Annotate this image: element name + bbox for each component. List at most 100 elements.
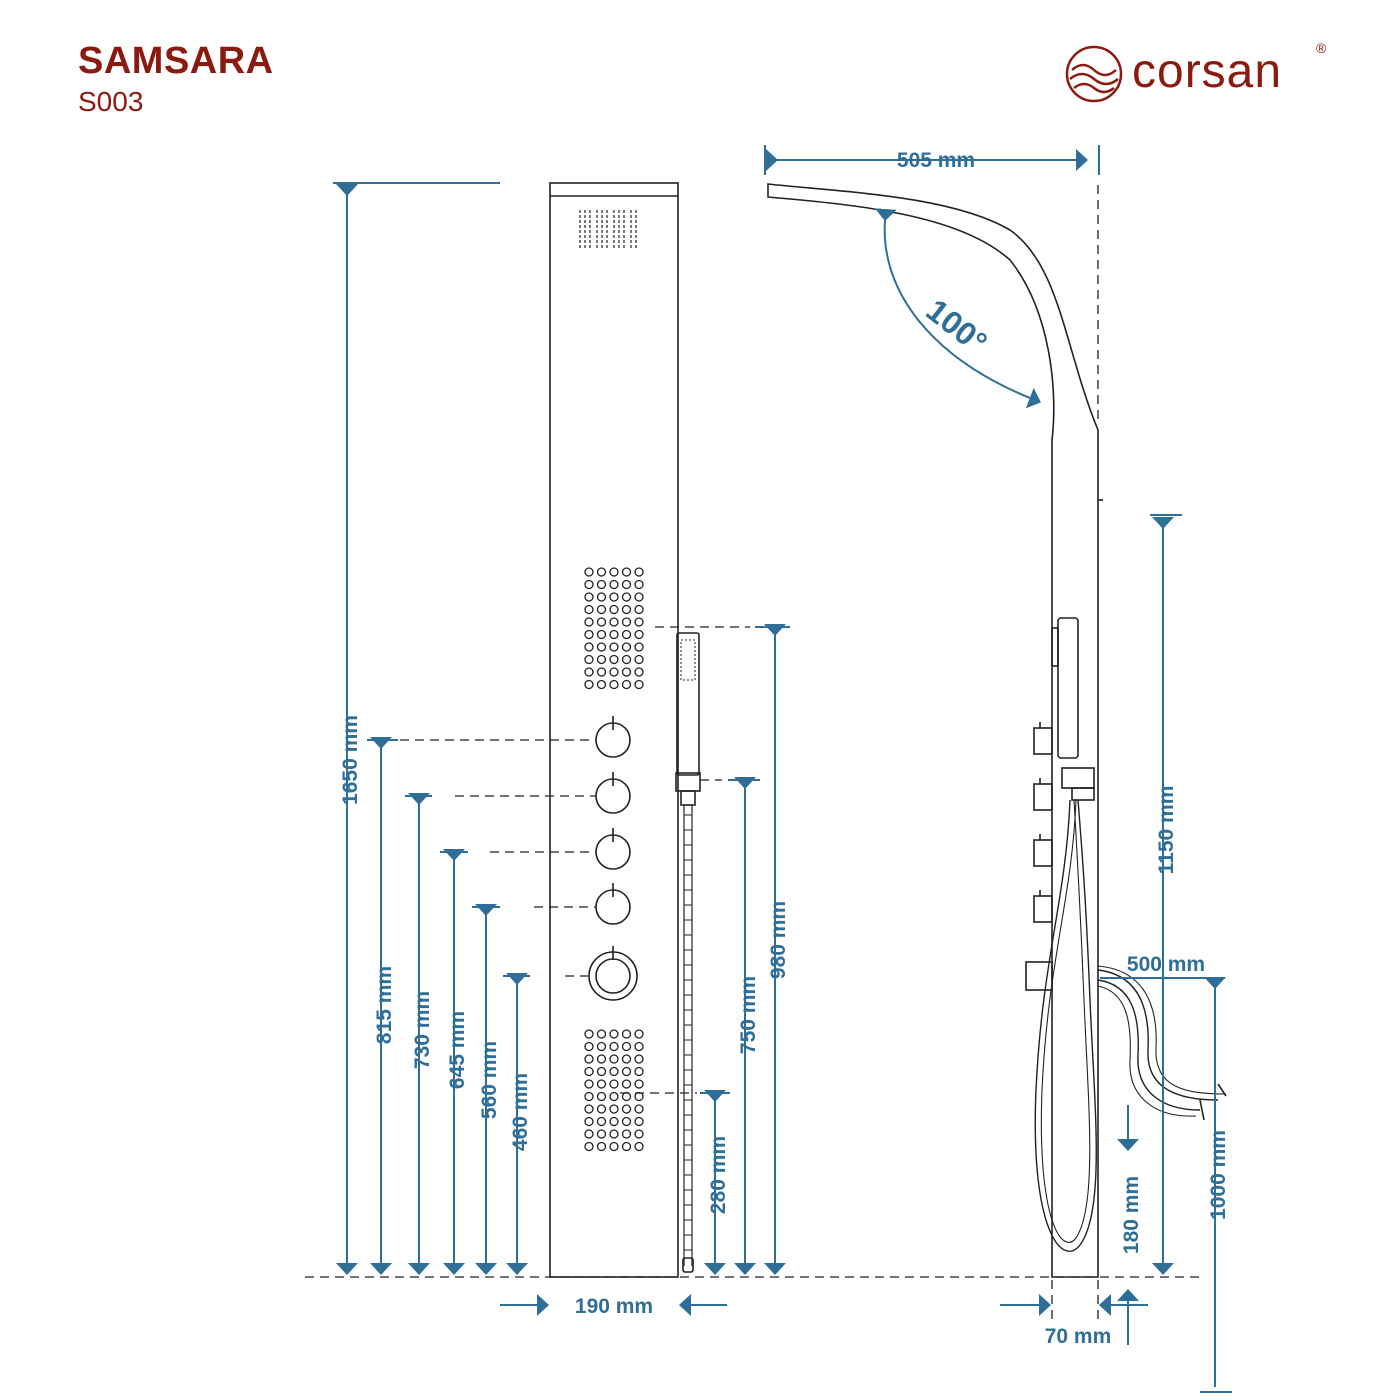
- front-extension-lines: [305, 626, 1200, 1278]
- jet-nozzle: [634, 1129, 644, 1139]
- dim-190: 190 mm: [575, 1295, 653, 1318]
- jet-nozzle: [634, 1041, 644, 1052]
- side-extension-lines: [1051, 185, 1099, 1320]
- jet-nozzle: [609, 1091, 619, 1102]
- jet-nozzle: [596, 1066, 607, 1077]
- side-knob-2: [1033, 783, 1053, 811]
- jet-nozzle: [596, 679, 607, 690]
- jet-nozzle: [634, 642, 644, 652]
- jet-nozzle: [634, 667, 644, 677]
- jet-nozzle: [634, 679, 644, 690]
- side-knob-1: [1033, 727, 1053, 755]
- jet-nozzle: [609, 654, 619, 665]
- jet-nozzle: [634, 617, 644, 627]
- jet-nozzle: [596, 1054, 607, 1064]
- upper-jet-grid: [584, 567, 644, 690]
- jet-nozzle: [584, 654, 594, 665]
- jet-nozzle: [584, 1079, 594, 1089]
- jet-nozzle: [609, 1079, 619, 1089]
- jet-nozzle: [596, 1141, 607, 1152]
- jet-nozzle: [609, 1129, 619, 1139]
- jet-nozzle: [634, 579, 644, 590]
- dim-645: 645 mm: [446, 1011, 469, 1089]
- jet-nozzle: [596, 642, 607, 652]
- registered-mark: ®: [1316, 40, 1327, 56]
- jet-nozzle: [621, 1104, 632, 1114]
- jet-nozzle: [596, 1116, 607, 1127]
- jet-nozzle: [621, 1029, 632, 1039]
- jet-nozzle: [634, 1091, 644, 1102]
- jet-nozzle: [596, 1041, 607, 1052]
- jet-nozzle: [634, 604, 644, 615]
- jet-nozzle: [596, 592, 607, 602]
- jet-nozzle: [621, 1091, 632, 1102]
- jet-nozzle: [596, 667, 607, 677]
- jet-nozzle: [584, 604, 594, 615]
- jet-nozzle: [609, 642, 619, 652]
- rain-grille: [579, 210, 637, 250]
- jet-nozzle: [621, 1041, 632, 1052]
- jet-nozzle: [596, 579, 607, 590]
- jet-nozzle: [596, 1079, 607, 1089]
- jet-nozzle: [609, 1116, 619, 1127]
- dim-1150: 1150 mm: [1155, 786, 1178, 875]
- dim-angle: 100°: [920, 292, 994, 361]
- jet-nozzle: [584, 579, 594, 590]
- jet-nozzle: [584, 617, 594, 627]
- jet-nozzle: [609, 1029, 619, 1039]
- side-hand-shower: [1057, 617, 1079, 759]
- jet-nozzle: [621, 1079, 632, 1089]
- jet-nozzle: [609, 567, 619, 577]
- jet-nozzle: [621, 617, 632, 627]
- jet-nozzle: [621, 667, 632, 677]
- side-thermostat: [1025, 961, 1053, 991]
- jet-nozzle: [634, 1116, 644, 1127]
- jet-nozzle: [634, 567, 644, 577]
- jet-nozzle: [634, 1066, 644, 1077]
- dim-560: 560 mm: [478, 1041, 501, 1119]
- jet-nozzle: [634, 1104, 644, 1114]
- jet-nozzle: [621, 679, 632, 690]
- jet-nozzle: [584, 1116, 594, 1127]
- supply-hose: [1097, 969, 1219, 1101]
- jet-nozzle: [621, 629, 632, 640]
- jet-nozzle: [596, 1029, 607, 1039]
- jet-nozzle: [634, 1054, 644, 1064]
- side-dimensions: [764, 145, 1232, 1393]
- wave-logo-icon: [1065, 45, 1123, 103]
- lower-jet-grid: [584, 1029, 644, 1152]
- front-dimensions: [333, 182, 790, 1316]
- jet-nozzle: [584, 629, 594, 640]
- shower-hose: [683, 805, 693, 1266]
- jet-nozzle: [621, 604, 632, 615]
- jet-nozzle: [609, 679, 619, 690]
- jet-nozzle: [634, 1079, 644, 1089]
- jet-nozzle: [609, 617, 619, 627]
- jet-nozzle: [596, 1129, 607, 1139]
- jet-nozzle: [621, 1066, 632, 1077]
- side-hose: [1034, 799, 1097, 1252]
- jet-nozzle: [609, 1054, 619, 1064]
- jet-nozzle: [621, 654, 632, 665]
- jet-nozzle: [596, 617, 607, 627]
- jet-nozzle: [584, 667, 594, 677]
- side-profile: [767, 183, 1099, 1278]
- jet-nozzle: [584, 642, 594, 652]
- jet-nozzle: [621, 567, 632, 577]
- jet-nozzle: [596, 1091, 607, 1102]
- brand-name: corsan: [1132, 45, 1283, 98]
- brand-logo: corsan ®: [1062, 38, 1362, 108]
- jet-nozzle: [584, 592, 594, 602]
- jet-nozzle: [609, 1104, 619, 1114]
- dim-1000: 1000 mm: [1207, 1130, 1230, 1220]
- dim-180: 180 mm: [1120, 1176, 1143, 1254]
- side-knob-3: [1033, 839, 1053, 867]
- jet-nozzle: [609, 592, 619, 602]
- dim-730: 730 mm: [411, 991, 434, 1069]
- dim-750: 750 mm: [737, 976, 760, 1054]
- dim-500: 500 mm: [1127, 953, 1205, 976]
- jet-nozzle: [584, 567, 594, 577]
- jet-nozzle: [609, 604, 619, 615]
- jet-nozzle: [621, 579, 632, 590]
- side-knob-4: [1033, 895, 1053, 923]
